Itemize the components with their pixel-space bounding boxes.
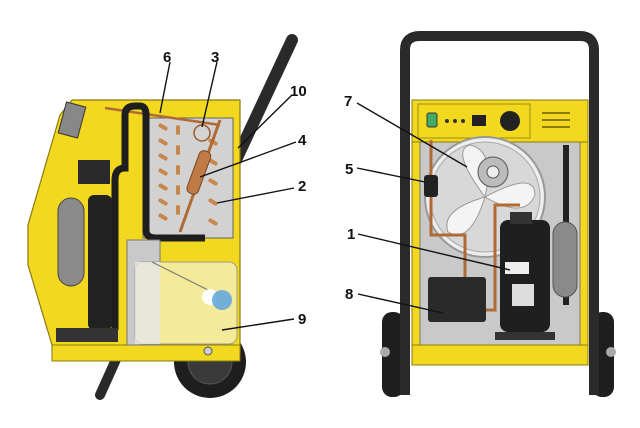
side-view [27,34,298,400]
callout-8: 8 [345,286,353,303]
callout-3: 3 [211,49,219,66]
compressor [88,195,112,330]
humidity-knob[interactable] [500,111,520,131]
electrical-box [428,277,486,322]
callout-5: 5 [345,161,353,178]
fan-blades [446,144,536,236]
handle-frame [400,31,599,395]
accumulator [57,197,85,287]
callout-9: 9 [298,311,306,328]
power-switch[interactable] [426,112,438,128]
fan-motor [78,160,110,184]
compressor-base [56,328,118,342]
water-level-indicator [212,290,232,310]
front-view [380,31,616,397]
callout-6: 6 [163,49,171,66]
accumulator [552,221,578,298]
callout-10: 10 [290,83,307,100]
evaporator-coil [142,117,234,239]
suction-pipe [111,102,205,330]
rear-leg [95,350,123,400]
control-box [57,101,87,139]
base-rail [411,344,589,366]
coil-fins [158,123,218,226]
pressure-switch [424,175,438,197]
callout-2: 2 [298,178,306,195]
compressor [500,220,550,332]
vent-slots [542,112,570,128]
callouts: 6 3 10 4 2 9 7 5 1 8 [159,49,511,331]
callout-4: 4 [298,132,307,149]
hour-counter [472,115,486,126]
compressor-label [505,262,529,274]
callout-1: 1 [347,226,355,243]
left-wheel [382,312,404,397]
callout-7: 7 [344,93,352,110]
filter-drier [186,150,212,195]
